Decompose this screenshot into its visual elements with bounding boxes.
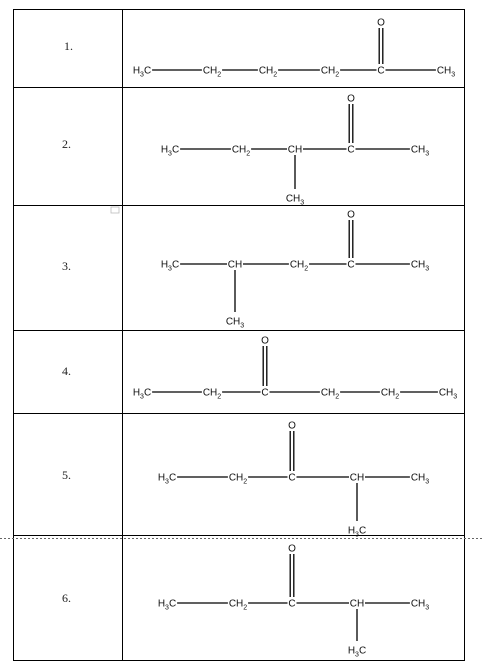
carbonyl-oxygen: O: [288, 544, 296, 555]
group-1-5: C: [377, 66, 384, 77]
group-1-2: CH2: [203, 66, 221, 79]
formula-row-1: H3C CH2 CH2 CH2 C CH3 O: [133, 18, 455, 79]
group-3-2: CH: [228, 260, 242, 271]
group-3-1: H3C: [161, 260, 179, 273]
group-1-3: CH2: [259, 66, 277, 79]
group-3-3: CH2: [290, 260, 308, 273]
group-2-2: CH2: [232, 145, 250, 158]
group-4-3: C: [261, 388, 268, 399]
group-1-1: H3C: [133, 66, 151, 79]
carbonyl-oxygen: O: [288, 421, 296, 432]
row-number-3: 3.: [62, 259, 71, 273]
branch-group: CH3: [286, 194, 304, 207]
group-6-5: CH3: [411, 599, 429, 612]
group-3-5: CH3: [411, 260, 429, 273]
group-4-6: CH3: [439, 388, 457, 401]
formula-row-3: H3C CH CH2 C CH3 O CH3: [161, 210, 429, 330]
carbonyl-oxygen: O: [377, 18, 385, 29]
group-2-4: C: [347, 145, 354, 156]
group-2-3: CH: [288, 145, 302, 156]
small-marker: [110, 206, 120, 214]
table-grid: [13, 9, 465, 661]
formula-row-2: H3C CH2 CH C CH3 O CH3: [161, 94, 429, 207]
group-2-5: CH3: [411, 145, 429, 158]
group-6-4: CH: [350, 599, 364, 610]
row-number-1: 1.: [64, 39, 73, 53]
carbonyl-oxygen: O: [347, 94, 355, 105]
carbonyl-oxygen: O: [347, 210, 355, 221]
group-4-4: CH2: [321, 388, 339, 401]
branch-group: CH3: [226, 317, 244, 330]
group-5-3: C: [288, 473, 295, 484]
group-4-1: H3C: [133, 388, 151, 401]
carbonyl-oxygen: O: [261, 336, 269, 347]
group-1-4: CH2: [321, 66, 339, 79]
row-number-2: 2.: [62, 137, 71, 151]
group-6-3: C: [288, 599, 295, 610]
group-3-4: C: [347, 260, 354, 271]
row-number-5: 5.: [62, 468, 71, 482]
formula-row-6: H3C CH2 C CH CH3 O H3C: [158, 544, 429, 659]
row-number-6: 6.: [62, 591, 71, 605]
group-5-2: CH2: [229, 473, 247, 486]
group-6-2: CH2: [229, 599, 247, 612]
row-number-4: 4.: [62, 364, 71, 378]
group-5-1: H3C: [158, 473, 176, 486]
group-5-4: CH: [350, 473, 364, 484]
formula-row-5: H3C CH2 C CH CH3 O H3C: [158, 421, 429, 539]
group-4-5: CH2: [381, 388, 399, 401]
group-1-6: CH3: [437, 66, 455, 79]
group-6-1: H3C: [158, 599, 176, 612]
group-2-1: H3C: [161, 145, 179, 158]
branch-group: H3C: [348, 646, 366, 659]
group-5-5: CH3: [411, 473, 429, 486]
formula-row-4: H3C CH2 C CH2 CH2 CH3 O: [133, 336, 457, 401]
branch-group: H3C: [348, 526, 366, 539]
group-4-2: CH2: [203, 388, 221, 401]
row-numbers: 1. 2. 3. 4. 5. 6.: [62, 39, 73, 605]
